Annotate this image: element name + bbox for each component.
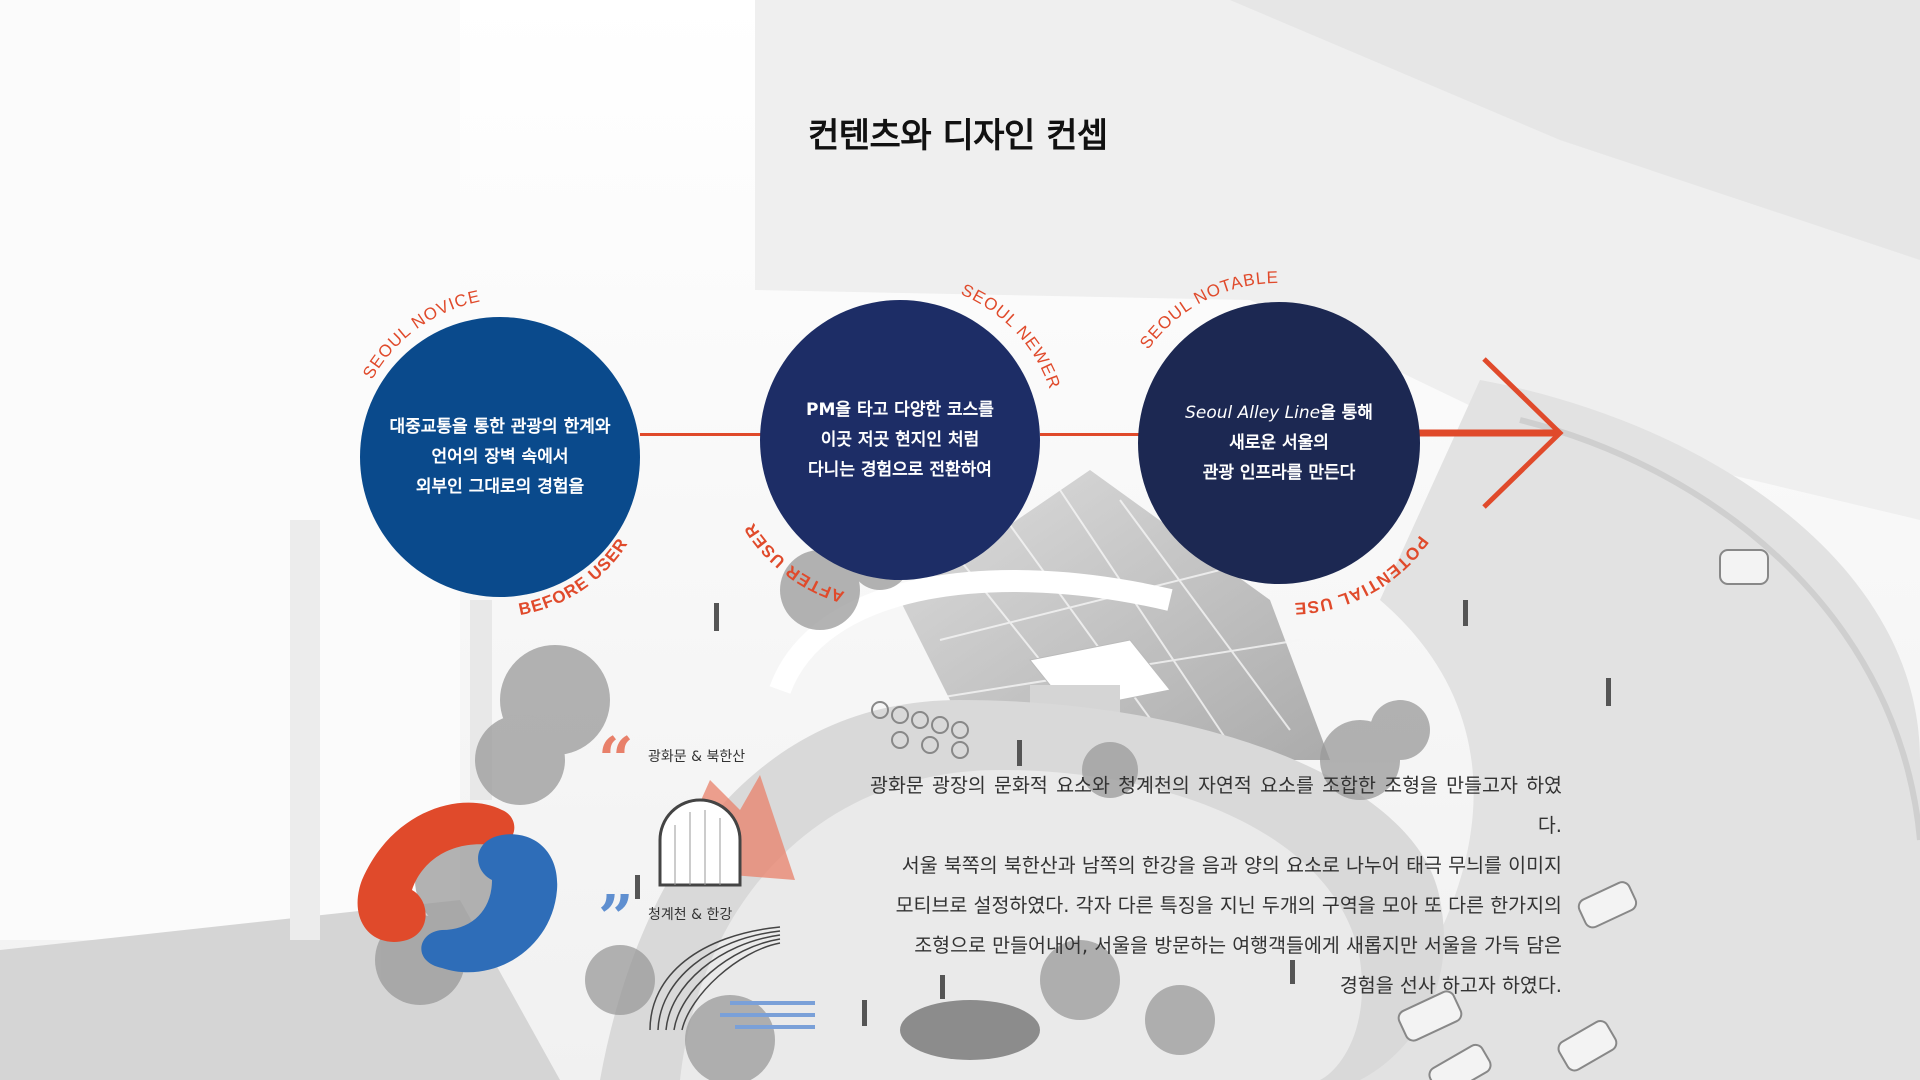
description-line: 모티브로 설정하였다. 각자 다른 특징을 지닌 두개의 구역을 모아 또 다른… bbox=[895, 894, 1562, 917]
stage-bottom-label-potential: POTENTIAL USER bbox=[0, 0, 1432, 618]
description-line: 서울 북쪽의 북한산과 남쪽의 한강을 음과 양의 요소로 나누어 태극 무늬를… bbox=[901, 854, 1562, 877]
stage-line: 대중교통을 통한 관광의 한계와 bbox=[389, 417, 611, 437]
stage-top-label-newer: SEOUL NEWER bbox=[958, 280, 1064, 392]
concept-description: 광화문 광장의 문화적 요소와 청계천의 자연적 요소를 조합한 조형을 만들고… bbox=[870, 766, 1562, 1006]
legend-label-gwanghwamun: 광화문 & 북한산 bbox=[648, 749, 746, 765]
stage-line: 관광 인프라를 만든다 bbox=[1202, 463, 1356, 483]
stage-line: 이곳 저곳 현지인 처럼 bbox=[820, 430, 980, 450]
stage-top-label-novice: SEOUL NOVICE bbox=[359, 287, 482, 382]
stage-line: 언어의 장벽 속에서 bbox=[431, 447, 569, 467]
stage-line-rest: 을 통해 bbox=[1320, 403, 1373, 423]
open-quote-icon: “ bbox=[598, 723, 634, 796]
stage-circle-novice: 대중교통을 통한 관광의 한계와 언어의 장벽 속에서 외부인 그대로의 경험을 bbox=[360, 317, 640, 597]
stage-line-italic: Seoul Alley Line bbox=[1185, 403, 1321, 423]
connector-line-2 bbox=[1040, 433, 1140, 436]
description-line: 경험을 선사 하고자 하였다. bbox=[1339, 974, 1562, 997]
stage-bottom-label-before: BEFORE USER bbox=[517, 534, 632, 619]
stage-line: 외부인 그대로의 경험을 bbox=[415, 477, 585, 497]
stage-top-label-notable: SEOUL NOTABLE bbox=[1136, 268, 1279, 353]
stage-circle-newer: PM을 타고 다양한 코스를 이곳 저곳 현지인 처럼 다니는 경험으로 전환하… bbox=[760, 300, 1040, 580]
forward-arrow-icon bbox=[1418, 357, 1564, 509]
stage-line: PM을 타고 다양한 코스를 bbox=[806, 400, 994, 420]
description-line: 조형으로 만들어내어, 서울을 방문하는 여행객들에게 새롭지만 서울을 가득 … bbox=[914, 934, 1562, 957]
stage-circle-notable: Seoul Alley Line을 통해 새로운 서울의 관광 인프라를 만든다 bbox=[1138, 302, 1420, 584]
page-title: 컨텐츠와 디자인 컨셉 bbox=[808, 116, 1108, 156]
legend-label-cheonggyecheon: 청계천 & 한강 bbox=[648, 907, 733, 923]
taegeuk-logo-icon bbox=[357, 802, 558, 973]
stage-line: Seoul Alley Line을 통해 bbox=[1185, 398, 1373, 428]
connector-line-1 bbox=[640, 433, 762, 436]
description-line: 광화문 광장의 문화적 요소와 청계천의 자연적 요소를 조합한 조형을 만들고… bbox=[870, 774, 1562, 837]
stream-river-sketch-icon bbox=[649, 926, 815, 1031]
close-quote-icon: ” bbox=[598, 881, 634, 954]
stage-line: 다니는 경험으로 전환하여 bbox=[808, 460, 992, 480]
stage-line: 새로운 서울의 bbox=[1229, 433, 1329, 453]
stage-bottom-label-after: AFTER USER bbox=[740, 519, 846, 606]
gate-mountain-sketch-icon bbox=[658, 775, 795, 887]
